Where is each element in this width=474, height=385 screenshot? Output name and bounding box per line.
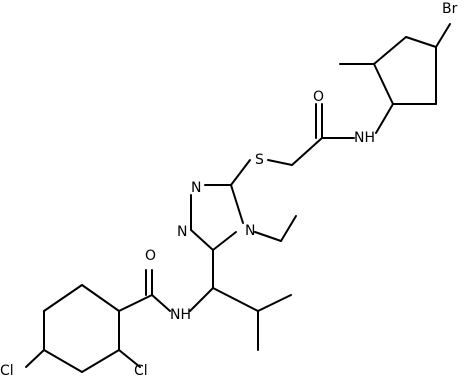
bond <box>212 287 259 312</box>
bond <box>118 294 153 312</box>
bond <box>405 36 437 48</box>
sulfur-label: S <box>255 152 264 168</box>
upper-amide-nh-label: NH <box>354 130 375 146</box>
left-chlorine-label: Cl <box>0 363 14 379</box>
bonds-layer <box>25 23 451 373</box>
bond <box>190 229 214 251</box>
atom-labels-layer: Br O NH S N N N O NH Cl Cl <box>0 1 458 379</box>
lower-amide-nh-label: NH <box>170 307 191 323</box>
bond <box>43 284 83 312</box>
right-chlorine-label: Cl <box>134 363 148 379</box>
bond <box>151 294 171 312</box>
upper-carbonyl-oxygen-label: O <box>313 89 324 105</box>
bond <box>25 349 45 368</box>
bromine-label: Br <box>442 1 458 17</box>
bond <box>257 294 292 312</box>
triazole-nitrogen-b-label: N <box>245 223 255 239</box>
bond <box>230 184 244 224</box>
bond <box>373 63 394 105</box>
triazole-nitrogen-a-label: N <box>191 180 201 196</box>
bond <box>212 231 237 251</box>
bond <box>373 36 407 65</box>
bond <box>280 215 297 242</box>
bond <box>375 103 394 134</box>
bond <box>291 137 323 166</box>
lower-carbonyl-oxygen-label: O <box>145 248 156 264</box>
bond <box>189 287 214 312</box>
bond <box>118 349 141 368</box>
bond <box>43 349 83 373</box>
bond <box>81 349 120 373</box>
bond <box>435 23 451 48</box>
bond <box>267 159 293 166</box>
bond <box>230 159 251 186</box>
triazole-nitrogen-c-label: N <box>177 224 187 240</box>
bond <box>254 231 282 242</box>
bond <box>81 284 120 312</box>
